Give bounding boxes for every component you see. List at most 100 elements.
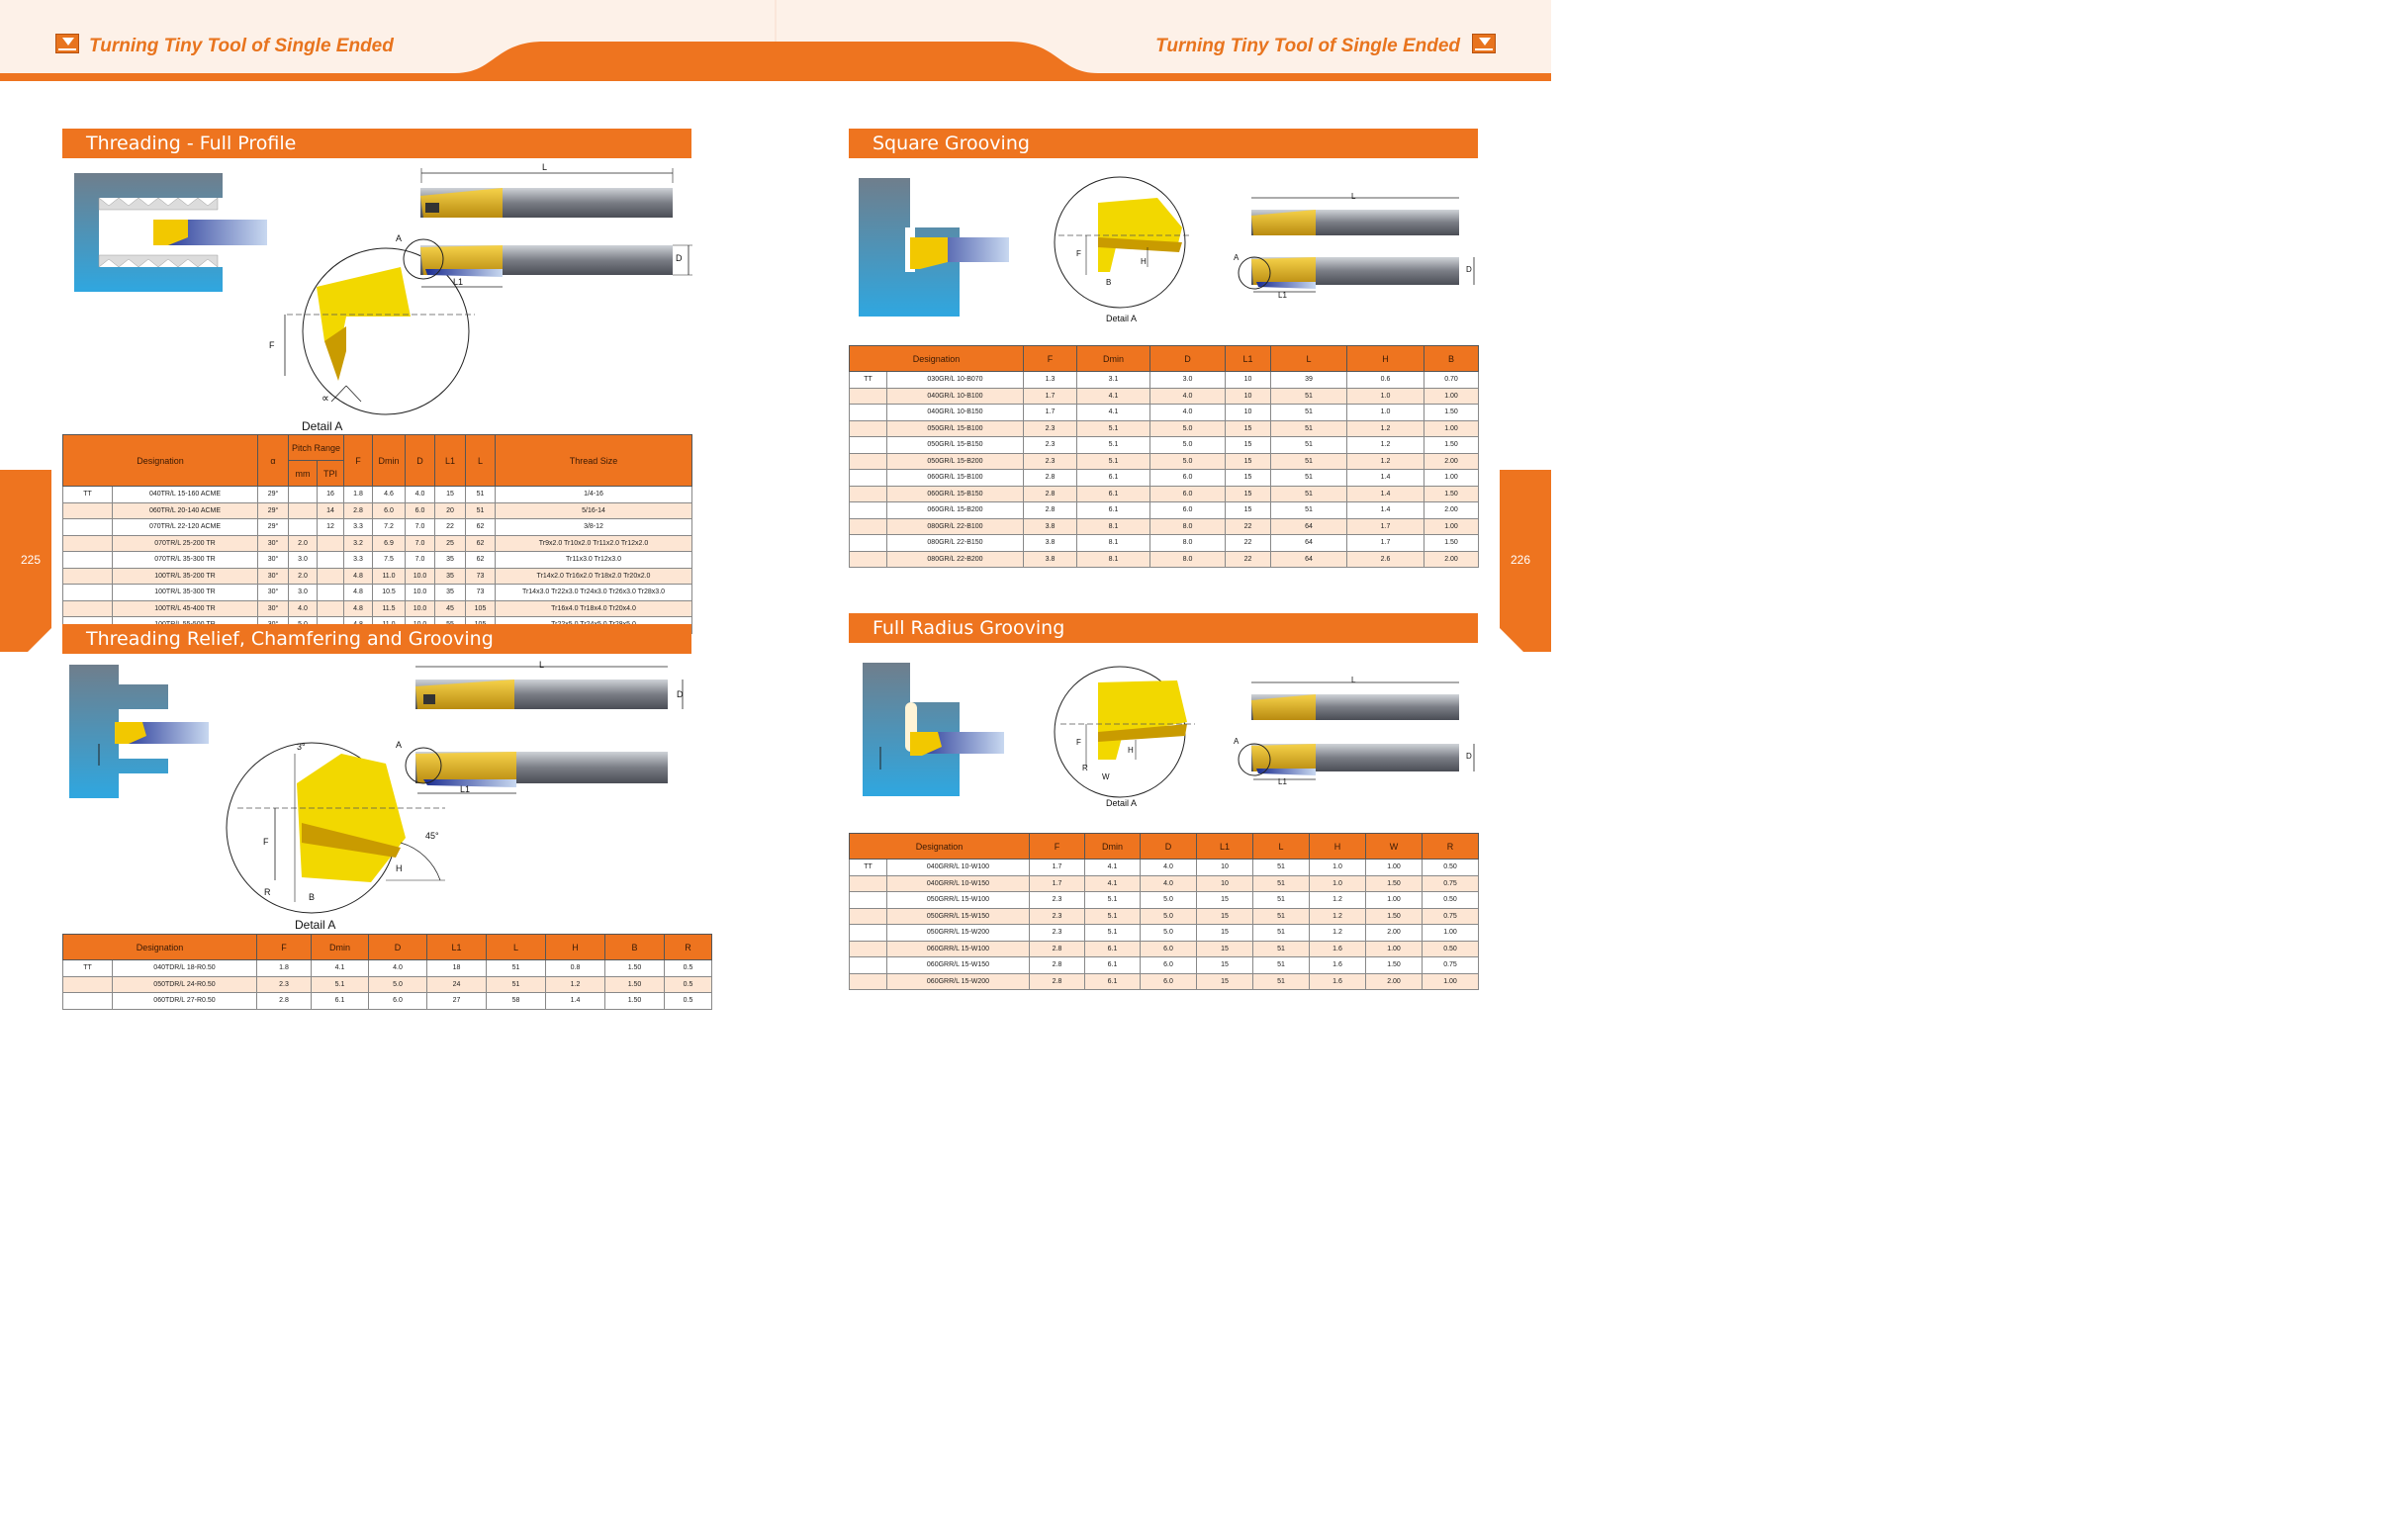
col-L1: L1 <box>1196 833 1253 860</box>
table-cell: 2.00 <box>1365 924 1423 942</box>
table-cell: 1.2 <box>1309 891 1366 909</box>
table-cell: 10 <box>1225 404 1271 421</box>
table-cell: 11.0 <box>372 567 406 585</box>
table-cell: 6.9 <box>372 534 406 552</box>
table-cell: 10.0 <box>405 599 435 617</box>
table-cell: 0.5 <box>664 992 712 1010</box>
table-cell <box>62 975 113 993</box>
table-cell <box>317 584 344 601</box>
col-Dmin: Dmin <box>311 934 369 960</box>
col-F: F <box>256 934 312 960</box>
table-cell: 4.1 <box>311 959 369 977</box>
table-cell: 030GR/L 10-B070 <box>886 371 1024 389</box>
table-cell: 4.8 <box>343 567 373 585</box>
table-cell: 22 <box>1225 517 1271 535</box>
table-cell: 060GRR/L 15-W100 <box>886 940 1030 957</box>
table-cell <box>849 452 887 470</box>
table-cell <box>849 534 887 552</box>
table-cell: 040TDR/L 18-R0.50 <box>112 959 257 977</box>
table-cell <box>849 419 887 437</box>
col-pitch-range: Pitch Range <box>288 434 344 461</box>
header-title-left: Turning Tiny Tool of Single Ended <box>89 36 394 56</box>
table-cell: 4.1 <box>1076 404 1150 421</box>
table-cell: 51 <box>1252 859 1310 876</box>
table-cell: Tr14x3.0 Tr22x3.0 Tr24x3.0 Tr26x3.0 Tr28… <box>495 584 692 601</box>
table-cell <box>849 874 887 892</box>
table-cell: 040GRR/L 10-W150 <box>886 874 1030 892</box>
table-cell: 3.8 <box>1023 550 1077 568</box>
table-cell: 29° <box>257 486 289 503</box>
col-H: H <box>1309 833 1366 860</box>
table-cell: 3.0 <box>1149 371 1226 389</box>
table-cell: 12 <box>317 518 344 536</box>
table-cell: 1.50 <box>604 975 665 993</box>
table-cell: 4.0 <box>288 599 318 617</box>
table-cell: 050GRR/L 15-W100 <box>886 891 1030 909</box>
table-cell: 51 <box>1252 956 1310 974</box>
table-cell: 1.50 <box>1424 485 1479 502</box>
table-cell: 4.0 <box>1140 859 1197 876</box>
table-cell: 5.1 <box>1084 907 1141 925</box>
table-cell <box>849 956 887 974</box>
table-cell <box>849 924 887 942</box>
col-H: H <box>1346 345 1424 372</box>
table-cell: 22 <box>1225 534 1271 552</box>
table-cell: 060TR/L 20-140 ACME <box>112 501 258 519</box>
table-cell <box>849 517 887 535</box>
table-cell: 5.0 <box>1140 907 1197 925</box>
table-cell: 0.50 <box>1422 859 1479 876</box>
table-cell: 10 <box>1196 859 1253 876</box>
table-cell <box>849 907 887 925</box>
dim-L1-relief: L1 <box>460 784 471 794</box>
table-cell: 6.0 <box>1140 972 1197 990</box>
dim-H-square: H <box>1141 257 1147 266</box>
table-cell: 5.1 <box>1084 891 1141 909</box>
table-cell: 20 <box>434 501 466 519</box>
table-cell: 4.0 <box>1140 874 1197 892</box>
table-cell <box>849 891 887 909</box>
header-wave <box>0 0 1551 81</box>
table-cell: 2.8 <box>256 992 312 1010</box>
col-D: D <box>368 934 427 960</box>
table-cell: 1.00 <box>1422 972 1479 990</box>
table-cell: 10.0 <box>405 567 435 585</box>
table-cell: 1.00 <box>1365 891 1423 909</box>
table-cell: 050GRR/L 15-W200 <box>886 924 1030 942</box>
table-cell: 51 <box>1270 404 1347 421</box>
table-cell: 27 <box>426 992 487 1010</box>
table-cell: 22 <box>434 518 466 536</box>
table-cell: 1.00 <box>1424 469 1479 487</box>
table-cell: 040TR/L 15-160 ACME <box>112 486 258 503</box>
table-cell: 35 <box>434 584 466 601</box>
col-L1: L1 <box>434 434 466 487</box>
detail-label-square: Detail A <box>1106 314 1138 323</box>
table-cell: TT <box>849 859 887 876</box>
table-cell: 7.0 <box>405 518 435 536</box>
table-cell: 1.50 <box>604 959 665 977</box>
table-cell: 1.50 <box>1365 956 1423 974</box>
table-cell <box>62 501 113 519</box>
table-cell: 7.0 <box>405 551 435 569</box>
table-cell: 15 <box>1196 972 1253 990</box>
table-cell: 6.1 <box>1084 956 1141 974</box>
table-cell: 6.1 <box>1084 940 1141 957</box>
table-cell: 060TDR/L 27-R0.50 <box>112 992 257 1010</box>
table-cell: 2.3 <box>1029 891 1085 909</box>
dim-B-relief: B <box>309 892 316 902</box>
table-cell: 1.0 <box>1346 387 1424 405</box>
dim-F-square: F <box>1076 249 1081 258</box>
table-cell: 1/4-16 <box>495 486 692 503</box>
dim-alpha-threading: ∝ <box>322 393 329 405</box>
table-cell: 6.1 <box>1084 972 1141 990</box>
table-cell: 3/8-12 <box>495 518 692 536</box>
